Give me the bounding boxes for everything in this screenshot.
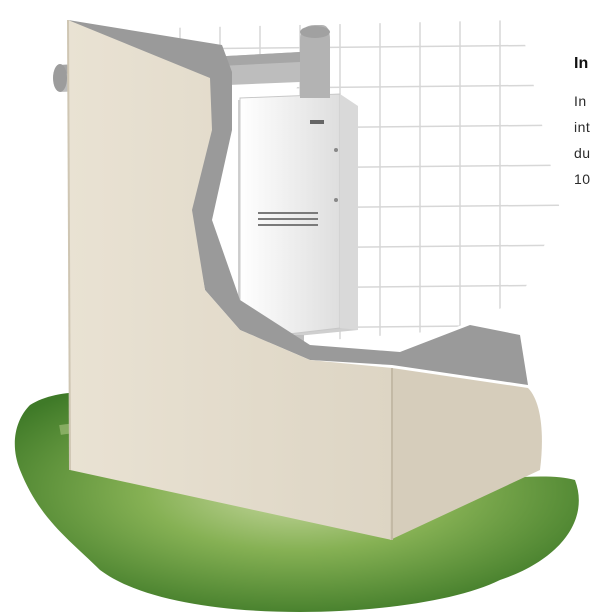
- section-heading: In: [574, 54, 597, 74]
- body-line-2: int: [574, 114, 597, 140]
- section-body: In int du 10: [574, 88, 597, 192]
- body-line-4: 10: [574, 166, 597, 192]
- body-line-3: du: [574, 140, 597, 166]
- water-heater-illustration: [238, 94, 358, 346]
- text-column: In In int du 10: [574, 54, 597, 192]
- body-line-1: In: [574, 88, 597, 114]
